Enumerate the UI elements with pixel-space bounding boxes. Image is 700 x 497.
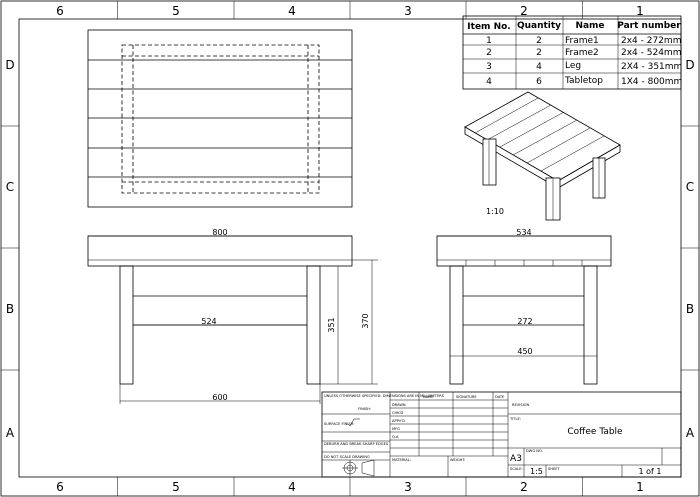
- col-label: 5: [172, 4, 180, 18]
- col-label: 6: [56, 4, 64, 18]
- tb-material: MATERIAL:: [392, 458, 411, 462]
- bom-cell: 2x4 - 272mm: [621, 36, 681, 46]
- dim-front-leg-span: 600: [212, 393, 227, 402]
- tb-surface: SURFACE FINISH:: [324, 422, 355, 426]
- bom-header: Part number: [617, 21, 681, 31]
- row-label: D: [5, 58, 14, 72]
- bom-cell: 4: [536, 62, 542, 72]
- tb-revision: REVISION: [512, 403, 529, 407]
- column-labels-top: 6 5 4 3 2 1: [56, 4, 644, 18]
- col-label: 2: [520, 4, 528, 18]
- tb-finish: FINISH:: [358, 407, 371, 411]
- tb-title-label: TITLE:: [509, 417, 521, 421]
- tb-notes: UNLESS OTHERWISE SPECIFIED: DIMENSIONS A…: [324, 394, 445, 398]
- bom-cell: Frame2: [565, 48, 599, 58]
- row-label: D: [685, 58, 694, 72]
- row-label: B: [6, 302, 14, 316]
- tb-do-not-scale: DO NOT SCALE DRAWING: [324, 455, 370, 459]
- col-label: 3: [404, 480, 412, 494]
- iso-scale-label: 1:10: [486, 207, 504, 216]
- tb-approved: APPV'D: [392, 419, 405, 423]
- tb-scale-value: 1:5: [530, 467, 543, 476]
- dim-front-frame-length: 524: [201, 317, 216, 326]
- bom-cell: 3: [486, 62, 492, 72]
- row-label: B: [686, 302, 694, 316]
- bom-cell: 6: [536, 77, 542, 87]
- tb-date-header: DATE: [495, 395, 505, 399]
- col-label: 4: [288, 480, 296, 494]
- dim-side-frame-length: 272: [517, 317, 532, 326]
- tb-checked: CHK'D: [392, 411, 404, 415]
- row-label: C: [686, 180, 694, 194]
- tb-qa: Q.A: [392, 435, 399, 439]
- bom-cell: 2X4 - 351mm: [621, 62, 682, 72]
- tb-name-header: NAME: [423, 395, 434, 399]
- tb-scale-label: SCALE:: [510, 467, 523, 471]
- dim-front-total-height: 370: [361, 313, 370, 328]
- bom-cell: Frame1: [565, 36, 599, 46]
- side-view: 534 272 450: [436, 228, 612, 385]
- tb-sheet-label: SHEET: [548, 467, 561, 471]
- surface-finish-icon: [347, 418, 360, 427]
- tb-weight: WEIGHT:: [450, 458, 465, 462]
- bom-cell: 4: [486, 77, 492, 87]
- projection-symbol-icon: [342, 459, 375, 477]
- top-view: [87, 29, 353, 208]
- bom-cell: 2: [536, 48, 542, 58]
- isometric-view: 1:10: [464, 91, 621, 221]
- col-label: 2: [520, 480, 528, 494]
- bom-cell: 2x4 - 524mm: [621, 48, 681, 58]
- bom-cell: 1X4 - 800mm: [621, 77, 682, 87]
- bom-header: Item No.: [467, 22, 510, 32]
- bom-table: Item No. Quantity Name Part number 1 2 F…: [462, 15, 682, 90]
- row-labels-left: D C B A: [5, 58, 15, 440]
- row-label: A: [6, 426, 15, 440]
- col-label: 1: [636, 480, 644, 494]
- row-labels-right: D C B A: [685, 58, 695, 440]
- tb-drawn: DRAWN: [392, 403, 406, 407]
- tb-mfg: MFG: [392, 427, 400, 431]
- column-labels-bottom: 6 5 4 3 2 1: [56, 480, 644, 494]
- bom-cell: 2: [536, 36, 542, 46]
- dim-side-leg-span: 450: [517, 347, 532, 356]
- dim-side-overall-width: 534: [516, 228, 531, 237]
- bom-header: Name: [575, 21, 604, 31]
- bom-cell: 1: [486, 36, 492, 46]
- col-label: 1: [636, 4, 644, 18]
- row-label: A: [686, 426, 695, 440]
- dim-front-overall-width: 800: [212, 228, 227, 237]
- bom-header: Quantity: [517, 21, 561, 31]
- title-block: UNLESS OTHERWISE SPECIFIED: DIMENSIONS A…: [321, 391, 682, 478]
- tb-dwg-no-label: DWG NO.: [526, 449, 543, 453]
- front-view: 800 524 351 370 600: [87, 228, 378, 404]
- col-label: 4: [288, 4, 296, 18]
- row-label: C: [6, 180, 14, 194]
- bom-cell: 2: [486, 48, 492, 58]
- drawing-title: Coffee Table: [567, 427, 623, 437]
- tb-signature-header: SIGNATURE: [456, 395, 477, 399]
- col-label: 5: [172, 480, 180, 494]
- tb-deburr: DEBURR AND BREAK SHARP EDGES: [324, 442, 389, 446]
- tb-size: A3: [510, 454, 522, 464]
- col-label: 3: [404, 4, 412, 18]
- bom-cell: Leg: [565, 61, 581, 71]
- dim-front-leg-height: 351: [327, 317, 336, 332]
- col-label: 6: [56, 480, 64, 494]
- bom-cell: Tabletop: [564, 76, 603, 86]
- tb-sheet-value: 1 of 1: [639, 467, 662, 476]
